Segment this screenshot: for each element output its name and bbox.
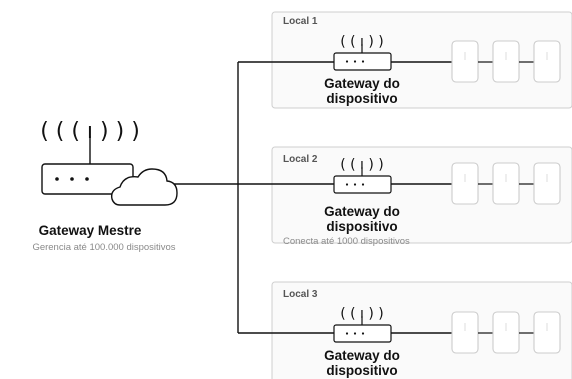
site-box-1: [271, 11, 572, 109]
site-gateway-title-line-2: dispositivo: [326, 91, 398, 106]
device-tile-icon: [492, 162, 520, 205]
site-gateway-icon-2: [333, 167, 392, 194]
radio-waves-icon-1: ( ( ı ) ): [340, 34, 384, 50]
radio-waves-icon-3: ( ( ı ) ): [340, 306, 384, 322]
site-gateway-title-3: Gateway do dispositivo: [301, 348, 423, 378]
device-tile-icon: [492, 311, 520, 354]
site-gateway-title-line-1: Gateway do: [324, 348, 400, 363]
site-gateway-title-1: Gateway do dispositivo: [301, 76, 423, 106]
master-radio-waves-icon: ( ( ( ı ) ) ): [40, 119, 140, 144]
site-gateway-icon-1: [333, 44, 392, 71]
device-row-1: [451, 40, 561, 83]
master-capacity-caption: Gerencia até 100.000 dispositivos: [32, 242, 176, 253]
device-tile-icon: [533, 162, 561, 205]
site-capacity-caption: Conecta até 1000 dispositivos: [283, 236, 410, 247]
site-gateway-title-2: Gateway do dispositivo: [301, 204, 423, 234]
site-box-3: [271, 281, 572, 379]
device-tile-icon: [533, 311, 561, 354]
site-label-1: Local 1: [283, 16, 318, 27]
device-tile-icon: [451, 162, 479, 205]
device-tile-icon: [451, 311, 479, 354]
connection-lines: [170, 61, 452, 334]
site-gateway-title-line-1: Gateway do: [324, 204, 400, 219]
site-gateway-title-line-2: dispositivo: [326, 219, 398, 234]
site-gateway-icon-3: [333, 316, 392, 343]
site-label-3: Local 3: [283, 289, 318, 300]
master-gateway-title: Gateway Mestre: [38, 223, 142, 238]
device-tile-icon: [451, 40, 479, 83]
site-gateway-title-line-2: dispositivo: [326, 363, 398, 378]
master-router-icon: [41, 136, 134, 195]
radio-waves-icon-2: ( ( ı ) ): [340, 157, 384, 173]
site-gateway-title-line-1: Gateway do: [324, 76, 400, 91]
site-label-2: Local 2: [283, 154, 318, 165]
device-row-2: [451, 162, 561, 205]
device-tile-icon: [492, 40, 520, 83]
device-tile-icon: [533, 40, 561, 83]
cloud-icon: [110, 168, 178, 206]
device-row-3: [451, 311, 561, 354]
